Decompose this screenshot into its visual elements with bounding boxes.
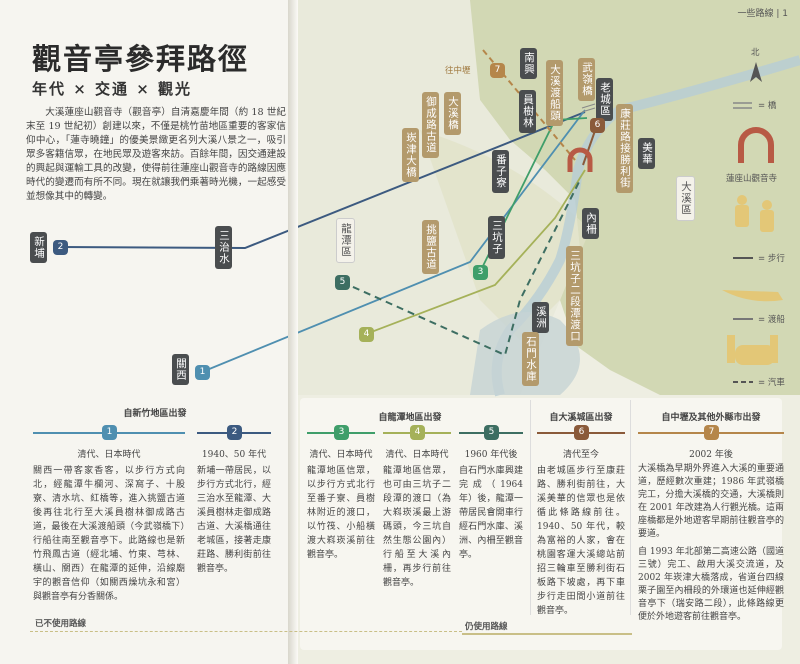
map-label: 三坑子 (488, 216, 505, 259)
legend-north: 北 (751, 48, 760, 58)
panel-longtan-heading: 自龍潭地區出發 (378, 413, 442, 423)
route-badge-3: 3 (473, 265, 488, 280)
page-gutter (288, 0, 298, 664)
map-label: 員樹林 (519, 90, 536, 133)
route-4-line (365, 169, 586, 335)
map-label: 大溪橋 (444, 92, 461, 135)
route-era: 清代至今 (562, 450, 599, 460)
route-2-line (59, 111, 586, 250)
map-label: 三治水 (215, 226, 232, 269)
route-badge-5: 5 (335, 275, 350, 290)
divider (530, 400, 531, 615)
map-label: 溪洲 (532, 302, 549, 333)
used-routes-label: 仍使用路線 (465, 622, 508, 632)
route-badge-2: 2 (53, 240, 68, 255)
route-description: 大溪橋為早期外界進入大溪的重要通道，歷經數次重建；1986 年武嶺橋完工，分擔大… (638, 464, 784, 539)
map-label: 挑鹽古道 (422, 220, 439, 274)
unused-routes-line (30, 631, 462, 632)
route-badge-1: 1 (195, 365, 210, 380)
right-panel-bg (300, 398, 782, 650)
map-label: 美華 (638, 138, 655, 169)
bridge-legend-icon (733, 102, 752, 109)
route-badge-1: 1 (102, 425, 117, 440)
map-label: 崁津大橋 (402, 128, 419, 182)
route-era: 1960 年代後 (464, 450, 518, 460)
legend-bridge: = 橋 (758, 101, 777, 111)
legend-temple: 蓮座山觀音寺 (726, 174, 778, 184)
legend-ferry: = 渡船 (758, 315, 785, 325)
map-label: 關西 (172, 354, 189, 385)
route-description: 由老城區步行至康莊路、勝利街前往，大溪美華的信眾也是依循此條路線前往。1940、… (537, 466, 625, 616)
route-era: 清代、日本時代 (309, 450, 373, 460)
map-label: 龍潭區 (336, 218, 355, 263)
legend-car: = 汽車 (758, 378, 785, 388)
map-label: 內柵 (582, 208, 599, 239)
route-badge-4: 4 (359, 327, 374, 342)
route-era: 2002 年後 (689, 450, 733, 460)
route-5-line (341, 179, 581, 357)
route-era: 清代、日本時代 (385, 450, 449, 460)
car-icon (727, 335, 778, 365)
route-description: 關西一帶客家香客，以步行方式向北，經龍潭牛欄河、深窩子、十股寮、清水坑、紅橋等，… (33, 466, 185, 602)
route-description: 新埔一帶居民，以步行方式北行，經三治水至龍潭、大溪員樹林走御成路古道、大溪橋通往… (197, 466, 271, 574)
map-label: 番子寮 (492, 150, 509, 193)
panel-hsinchu-heading: 自新竹地區出發 (123, 409, 187, 419)
temple-icon (567, 147, 593, 172)
page-title: 觀音亭參拜路徑 (32, 42, 250, 76)
route-badge-4: 4 (410, 425, 425, 440)
route-badge-7: 7 (704, 425, 719, 440)
unused-routes-label: 已不使用路線 (35, 619, 87, 629)
route-badge-2: 2 (227, 425, 242, 440)
temple-legend-icon (738, 127, 774, 163)
intro-paragraph: 大溪蓮座山觀音寺（觀音亭）自清嘉慶年間（約 18 世紀末至 19 世紀初）創建以… (26, 107, 286, 202)
route-description-group: 大溪橋為早期外界進入大溪的重要通道，歷經數次重建；1986 年武嶺橋完工，分擔大… (638, 463, 784, 624)
route-badge-6: 6 (574, 425, 589, 440)
map-label: 大溪渡船頭 (546, 60, 563, 126)
map-label: 石門水庫 (522, 332, 539, 386)
map-label: 武嶺橋 (578, 58, 595, 101)
route-description: 龍潭地區信眾，也可由三坑子二段潭的渡口（為大嵙崁溪最上游碼頭，今三坑自然生態公園… (383, 466, 451, 588)
route-description: 龍潭地區信眾，以步行方式北行至番子寮、員樹林附近的渡口，以竹筏、小船橫渡大嵙崁溪… (307, 466, 375, 560)
running-head: 一些路線 | 1 (737, 9, 788, 19)
route-description-2: 自 1993 年北部第二高速公路（國道三號）完工、啟用大溪交流道，及 2002 … (638, 547, 784, 622)
map-label: 大溪區 (676, 176, 695, 221)
map-label: 御成路古道 (422, 92, 439, 158)
route-description: 自石門水庫興建完成（1964 年）後，龍潭一帶居民會開車行經石門水庫、溪洲、內柵… (459, 466, 523, 560)
map-label: 康莊路接勝利街 (616, 104, 633, 193)
walkers-icon (735, 195, 774, 232)
panel-zhongli-heading: 自中壢及其他外縣市出發 (661, 413, 761, 423)
map-label: 三坑子二段潭渡口 (566, 246, 583, 346)
route-era: 清代、日本時代 (77, 450, 141, 460)
map-label: 新埔 (30, 232, 47, 263)
to-zhongli-label: 往中壢 (445, 66, 471, 76)
route-era: 1940、50 年代 (201, 450, 267, 460)
panel-daxi-heading: 自大溪城區出發 (549, 413, 613, 423)
route-badge-6: 6 (590, 118, 605, 133)
map-label: 老城區 (596, 78, 613, 121)
divider (630, 400, 631, 615)
legend-walk: = 步行 (758, 254, 785, 264)
boat-icon (722, 290, 783, 302)
route-badge-3: 3 (334, 425, 349, 440)
used-routes-line (462, 633, 632, 635)
page-subtitle: 年代 × 交通 × 觀光 (32, 80, 193, 98)
north-arrow-icon (750, 62, 762, 82)
map-label: 南興 (520, 48, 537, 79)
route-badge-7: 7 (490, 63, 505, 78)
route-badge-5: 5 (484, 425, 499, 440)
bridge-marks (581, 103, 596, 113)
left-page (0, 0, 292, 664)
